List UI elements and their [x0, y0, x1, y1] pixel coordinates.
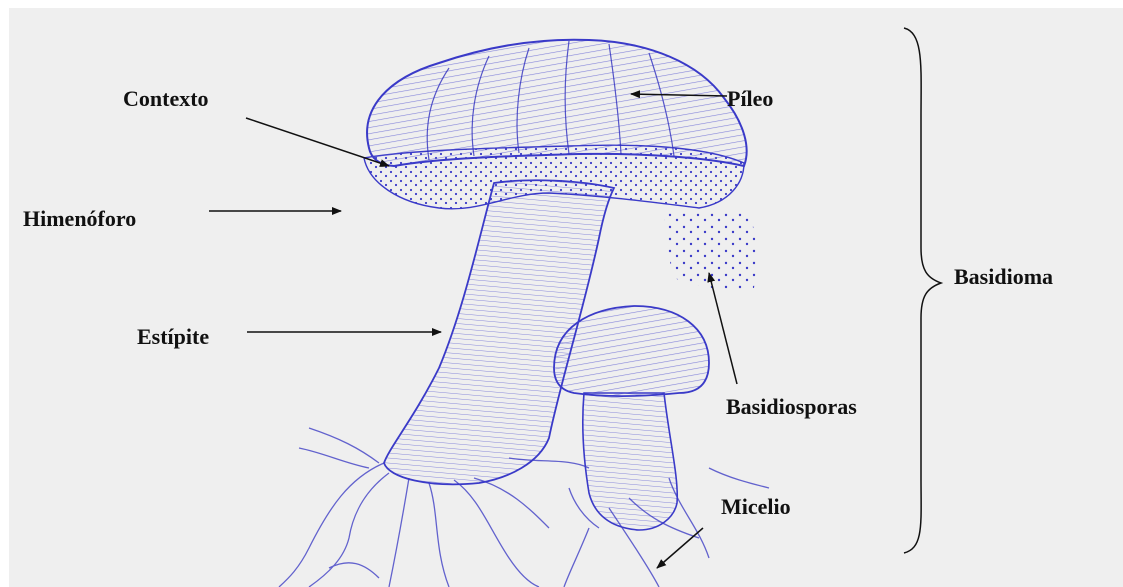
label-estipite: Estípite — [137, 326, 209, 348]
micelio-arrow — [657, 528, 703, 568]
label-contexto: Contexto — [123, 88, 209, 110]
label-himenoforo: Himenóforo — [23, 208, 136, 230]
small-mushroom-stem — [583, 393, 677, 530]
main-cap — [367, 40, 747, 166]
label-basidiosporas: Basidiosporas — [726, 396, 857, 418]
label-micelio: Micelio — [721, 496, 791, 518]
label-pileo: Píleo — [727, 88, 773, 110]
basidioma-brace — [904, 28, 941, 553]
label-basidioma: Basidioma — [954, 266, 1053, 288]
mushroom-diagram: Contexto Himenóforo Estípite Píleo Basid… — [9, 8, 1123, 587]
